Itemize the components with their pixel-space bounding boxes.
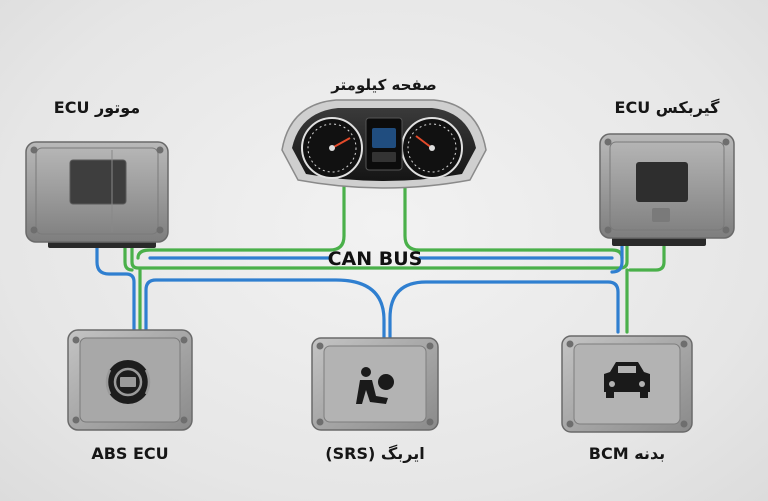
abs-warning-icon [105,360,151,404]
speedometer-dial [301,117,363,179]
wire-can-low-engine-left [123,238,134,272]
wire-can-high-engine [95,238,136,334]
bcm-label: بدنه BCM [588,444,666,463]
car-front-icon [604,362,650,398]
wire-can-high-gearbox [610,238,624,274]
engine-ecu-module[interactable] [25,141,169,248]
wire-can-low-main [130,238,629,270]
abs-ecu-module[interactable] [67,329,193,431]
wire-can-low-cluster [136,183,346,260]
gearbox-ecu-module[interactable] [599,133,735,246]
bcm-module[interactable] [561,335,693,433]
tachometer-dial [401,117,463,179]
wire-can-high-right [388,280,620,340]
instrument-cluster-module[interactable] [281,99,487,189]
can-bus-label: CAN BUS [327,248,423,270]
wire-can-low-gearbox [628,238,666,272]
airbag-srs-module[interactable] [311,337,439,431]
gearbox-ecu-label: گیربکس ECU [614,98,720,117]
wire-can-high-main [144,278,386,340]
engine-ecu-label: موتور ECU [53,98,141,117]
cluster-label: صفحه کیلومتر [331,76,437,94]
can-wires [95,183,666,340]
abs-ecu-label: ABS ECU [91,444,169,463]
airbag-icon [356,367,394,404]
srs-label: ایربگ (SRS) [325,444,425,463]
